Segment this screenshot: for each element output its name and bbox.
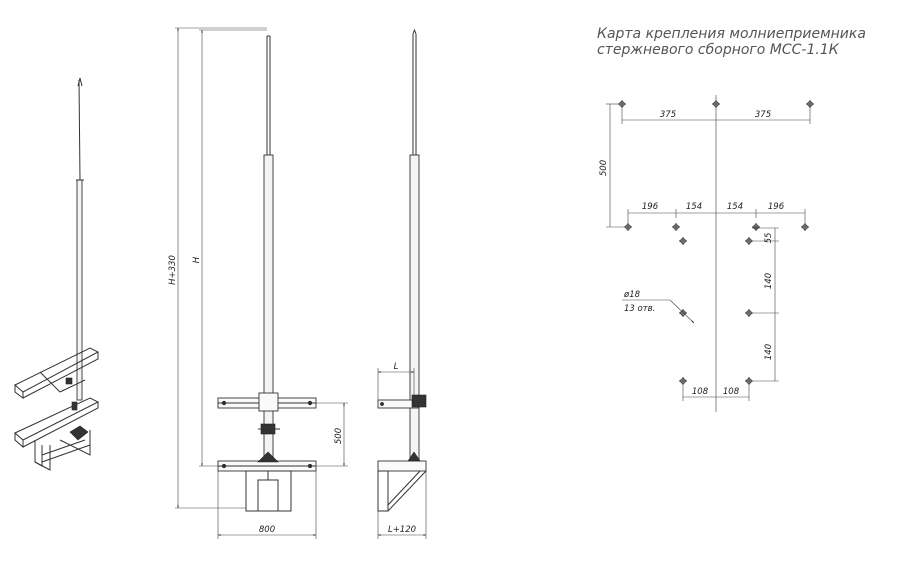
hole-count-label: 13 отв. bbox=[624, 304, 655, 314]
dim-h: H bbox=[192, 256, 202, 263]
front-view: H+330 H 500 800 bbox=[168, 27, 348, 539]
dim-196-right: 196 bbox=[768, 202, 785, 212]
dim-140-upper: 140 bbox=[764, 273, 774, 289]
front-mast bbox=[263, 154, 274, 461]
side-view: L L+120 bbox=[377, 28, 427, 539]
dim-108-left: 108 bbox=[692, 387, 709, 397]
dim-140-lower: 140 bbox=[764, 344, 774, 360]
iso-tip bbox=[78, 79, 81, 181]
title-line-1: Карта крепления молниеприемника bbox=[597, 26, 866, 42]
side-lower-base bbox=[377, 460, 427, 472]
dim-108-right: 108 bbox=[723, 387, 740, 397]
iso-upper-bracket bbox=[14, 347, 100, 393]
dim-l-plus-120: L+120 bbox=[388, 525, 416, 535]
side-mast bbox=[409, 154, 420, 461]
dim-500: 500 bbox=[334, 428, 344, 444]
dim-154-left: 154 bbox=[686, 202, 702, 212]
dim-500-vertical: 500 bbox=[599, 160, 609, 176]
dim-h-plus-330: H+330 bbox=[168, 255, 178, 285]
dim-375-right: 375 bbox=[755, 110, 771, 120]
dim-55: 55 bbox=[764, 233, 774, 244]
title-line-2: стержневого сборного МСС-1.1К bbox=[597, 42, 840, 58]
iso-mast bbox=[76, 179, 83, 401]
dim-375-left: 375 bbox=[660, 110, 676, 120]
dim-154-right: 154 bbox=[727, 202, 743, 212]
hole-map: 375 375 500 196 154 154 196 55 140 140 1… bbox=[599, 95, 814, 412]
isometric-view bbox=[14, 77, 100, 471]
dim-l: L bbox=[394, 362, 399, 372]
dim-196-left: 196 bbox=[642, 202, 659, 212]
hole-diameter-label: ø18 bbox=[623, 290, 641, 300]
dim-800: 800 bbox=[259, 525, 275, 535]
hole-markers bbox=[618, 100, 814, 385]
